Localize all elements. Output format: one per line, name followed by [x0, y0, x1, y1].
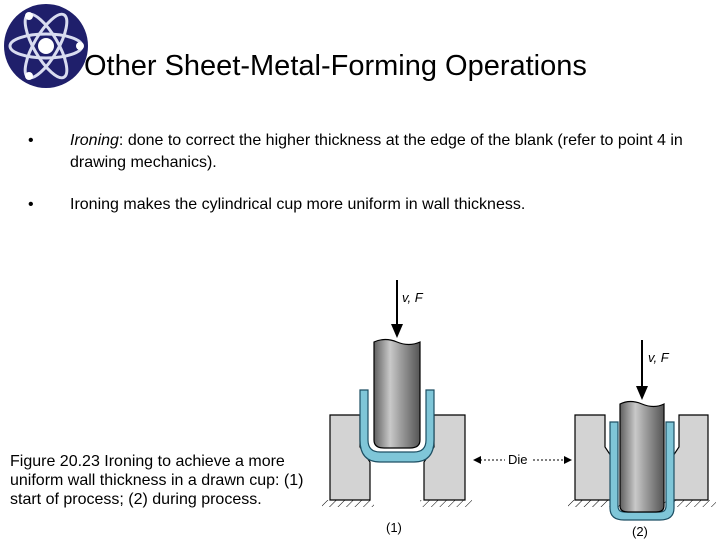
step-label-1: (1)	[386, 520, 402, 535]
figure-caption: Figure 20.23 Ironing to achieve a more u…	[10, 453, 304, 508]
list-item: • Ironing: done to correct the higher th…	[28, 130, 698, 174]
punch-2	[619, 400, 665, 513]
force-label-2: v, F	[648, 350, 670, 365]
die-base-right	[420, 500, 472, 507]
bullet-marker: •	[28, 132, 34, 149]
force-arrowhead-1	[391, 324, 403, 338]
bullet-text: Ironing: done to correct the higher thic…	[70, 130, 698, 174]
step-2-group: v, F (2)	[568, 340, 716, 539]
step-1-group: v, F (1)	[322, 280, 472, 535]
list-item: • Ironing makes the cylindrical cup more…	[28, 194, 698, 216]
drawn-cup-2	[609, 421, 675, 521]
bullet-marker: •	[28, 196, 34, 213]
page-title: Other Sheet-Metal-Forming Operations	[84, 50, 587, 82]
step-label-2: (2)	[632, 524, 648, 539]
bullet-list: • Ironing: done to correct the higher th…	[28, 130, 698, 236]
die-base-left-2	[568, 500, 620, 507]
force-arrowhead-2	[636, 386, 648, 400]
die-label: Die	[508, 452, 528, 467]
bullet-body: Ironing makes the cylindrical cup more u…	[70, 196, 526, 213]
drawn-cup	[359, 389, 435, 463]
die-base-right-2	[664, 500, 716, 507]
ironing-diagram: v, F (1) Die v, F (2)	[322, 280, 716, 539]
force-label-1: v, F	[402, 290, 424, 305]
atom-icon	[4, 4, 88, 88]
die-arrowhead-right	[564, 456, 572, 464]
die-base-left	[322, 500, 374, 507]
die-left-2	[574, 414, 616, 501]
punch	[373, 338, 421, 449]
die-arrowhead-left	[473, 456, 481, 464]
bullet-body: : done to correct the higher thickness a…	[70, 132, 683, 171]
bullet-term: Ironing	[70, 132, 119, 149]
die-right-2	[668, 414, 709, 501]
